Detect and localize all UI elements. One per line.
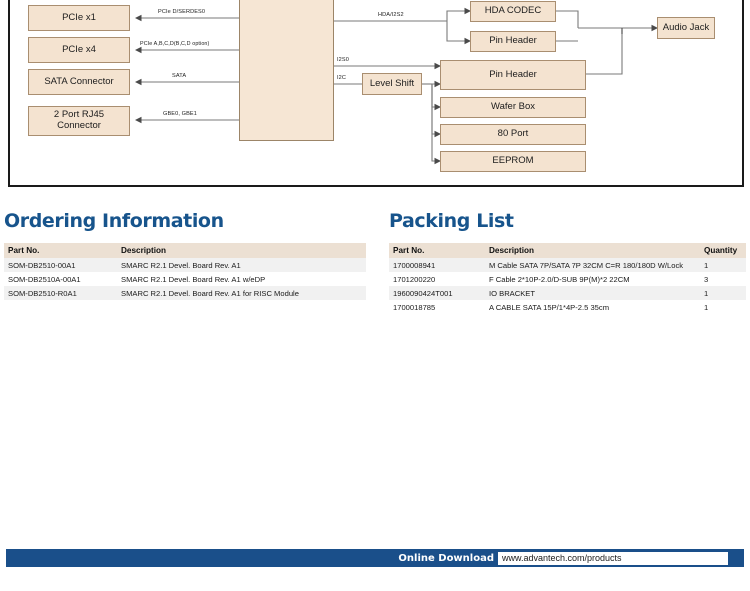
- online-download-url[interactable]: www.advantech.com/products: [498, 551, 728, 565]
- cell-part-no: 1700008941: [393, 260, 436, 270]
- block-label: EEPROM: [492, 155, 534, 167]
- block-label: PCIe x4: [62, 43, 96, 55]
- cell-quantity: 1: [704, 302, 709, 312]
- column-header-description: Description: [117, 243, 366, 258]
- table-row: 1960090424T001 IO BRACKET 1: [389, 286, 746, 300]
- footer-bar: Online Download www.advantech.com/produc…: [6, 549, 744, 567]
- block-label: HDA CODEC: [484, 5, 542, 17]
- cell-quantity: 3: [704, 274, 709, 284]
- table-header-row: Part No. Description: [4, 243, 366, 258]
- block-pcie-x1: PCIe x1: [28, 5, 130, 31]
- wire-label-sata: SATA: [172, 73, 187, 79]
- cell-quantity: 1: [704, 288, 709, 298]
- ordering-information-table: Part No. Description SOM-DB2510-00A1 SMA…: [4, 243, 366, 300]
- cell-part-no: SOM-DB2510-R0A1: [8, 288, 77, 298]
- cell-part-no: 1701200220: [393, 274, 436, 284]
- wire-label-hda-i2s2: HDA/I2S2: [378, 12, 404, 18]
- wire-label-gbe: GBE0, GBE1: [163, 111, 197, 117]
- wire-label-pcie-d-serdes0: PCIe D/SERDES0: [158, 9, 206, 15]
- block-audio-jack: Audio Jack: [657, 17, 715, 39]
- som-module-block: [239, 0, 334, 141]
- block-80-port: 80 Port: [440, 124, 586, 145]
- column-header-part-no: Part No.: [389, 243, 485, 258]
- packing-list-heading: Packing List: [389, 210, 514, 232]
- table-header-row: Part No. Description Quantity: [389, 243, 746, 258]
- block-pin-header: Pin Header: [440, 60, 586, 90]
- cell-part-no: 1960090424T001: [393, 288, 453, 298]
- column-header-description: Description: [485, 243, 700, 258]
- block-label: Level Shift: [369, 77, 415, 89]
- cell-description: SMARC R2.1 Devel. Board Rev. A1: [121, 260, 241, 270]
- table-row: SOM-DB2510-R0A1 SMARC R2.1 Devel. Board …: [4, 286, 366, 300]
- block-pcie-x4: PCIe x4: [28, 37, 130, 63]
- block-hda-codec: HDA CODEC: [470, 1, 556, 22]
- block-level-shift: Level Shift: [362, 73, 422, 95]
- online-download-label: Online Download: [398, 552, 494, 564]
- cell-description: A CABLE SATA 15P/1*4P-2.5 35cm: [489, 302, 610, 312]
- cell-description: F Cable 2*10P-2.0/D-SUB 9P(M)*2 22CM: [489, 274, 630, 284]
- block-label: Wafer Box: [491, 101, 535, 113]
- block-label: Audio Jack: [662, 21, 710, 33]
- cell-description: SMARC R2.1 Devel. Board Rev. A1 for RISC…: [121, 288, 299, 298]
- block-eeprom: EEPROM: [440, 151, 586, 172]
- packing-list-table: Part No. Description Quantity 1700008941…: [389, 243, 746, 314]
- wire-label-pcie-abcd: PCIe A,B,C,D(B,C,D option): [140, 41, 210, 47]
- table-row: 1701200220 F Cable 2*10P-2.0/D-SUB 9P(M)…: [389, 272, 746, 286]
- block-2-port-rj45-connector: 2 Port RJ45 Connector: [28, 106, 130, 136]
- table-row: SOM-DB2510A-00A1 SMARC R2.1 Devel. Board…: [4, 272, 366, 286]
- table-row: SOM-DB2510-00A1 SMARC R2.1 Devel. Board …: [4, 258, 366, 272]
- cell-description: IO BRACKET: [489, 288, 535, 298]
- cell-description: M Cable SATA 7P/SATA 7P 32CM C=R 180/180…: [489, 260, 684, 270]
- wire-label-i2s0: I2S0: [337, 57, 349, 63]
- block-label: SATA Connector: [44, 75, 114, 87]
- block-diagram: PCIe x1 PCIe x4 SATA Connector 2 Port RJ…: [0, 0, 750, 200]
- cell-part-no: SOM-DB2510-00A1: [8, 260, 76, 270]
- block-label: 2 Port RJ45 Connector: [53, 109, 105, 131]
- block-label: Pin Header: [489, 35, 537, 47]
- block-label: Pin Header: [489, 68, 537, 80]
- block-label: PCIe x1: [62, 11, 96, 23]
- table-row: 1700008941 M Cable SATA 7P/SATA 7P 32CM …: [389, 258, 746, 272]
- block-wafer-box: Wafer Box: [440, 97, 586, 118]
- column-header-quantity: Quantity: [700, 243, 746, 258]
- diagram-wires: [134, 7, 659, 165]
- table-row: 1700018785 A CABLE SATA 15P/1*4P-2.5 35c…: [389, 300, 746, 314]
- wire-label-i2c: I2C: [337, 75, 347, 81]
- block-label: 80 Port: [497, 128, 529, 140]
- ordering-information-heading: Ordering Information: [4, 210, 224, 232]
- column-header-part-no: Part No.: [4, 243, 117, 258]
- block-sata-connector: SATA Connector: [28, 69, 130, 95]
- cell-part-no: 1700018785: [393, 302, 436, 312]
- block-audio-pin-header: Pin Header: [470, 31, 556, 52]
- cell-quantity: 1: [704, 260, 709, 270]
- cell-part-no: SOM-DB2510A-00A1: [8, 274, 81, 284]
- cell-description: SMARC R2.1 Devel. Board Rev. A1 w/eDP: [121, 274, 266, 284]
